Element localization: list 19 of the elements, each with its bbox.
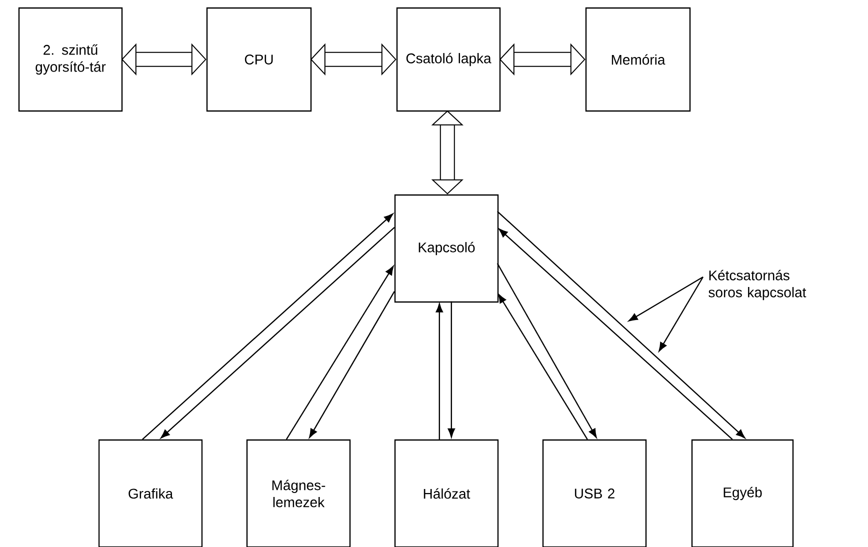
arrow — [309, 291, 395, 438]
component-box: USB 2 — [542, 439, 647, 547]
arrow — [436, 303, 443, 440]
component-box: Egyéb — [691, 439, 794, 547]
component-box: Grafika — [98, 439, 203, 547]
component-box: Memória — [585, 7, 691, 112]
component-box: CPU — [206, 7, 312, 112]
leader-line — [628, 276, 704, 322]
component-box: Kapcsoló — [394, 194, 499, 303]
component-box: Hálózat — [394, 439, 499, 547]
arrow — [498, 294, 588, 440]
arrow — [286, 266, 394, 440]
leader-line — [658, 276, 704, 352]
annotation-text: Kétcsatornás soros kapcsolat — [708, 270, 806, 300]
arrow — [496, 263, 597, 438]
arrow — [448, 301, 455, 438]
component-box: Mágnes-lemezek — [246, 439, 351, 547]
component-box: 2. szintű gyorsító-tár — [18, 7, 123, 112]
component-box: Csatoló lapka — [396, 7, 501, 112]
